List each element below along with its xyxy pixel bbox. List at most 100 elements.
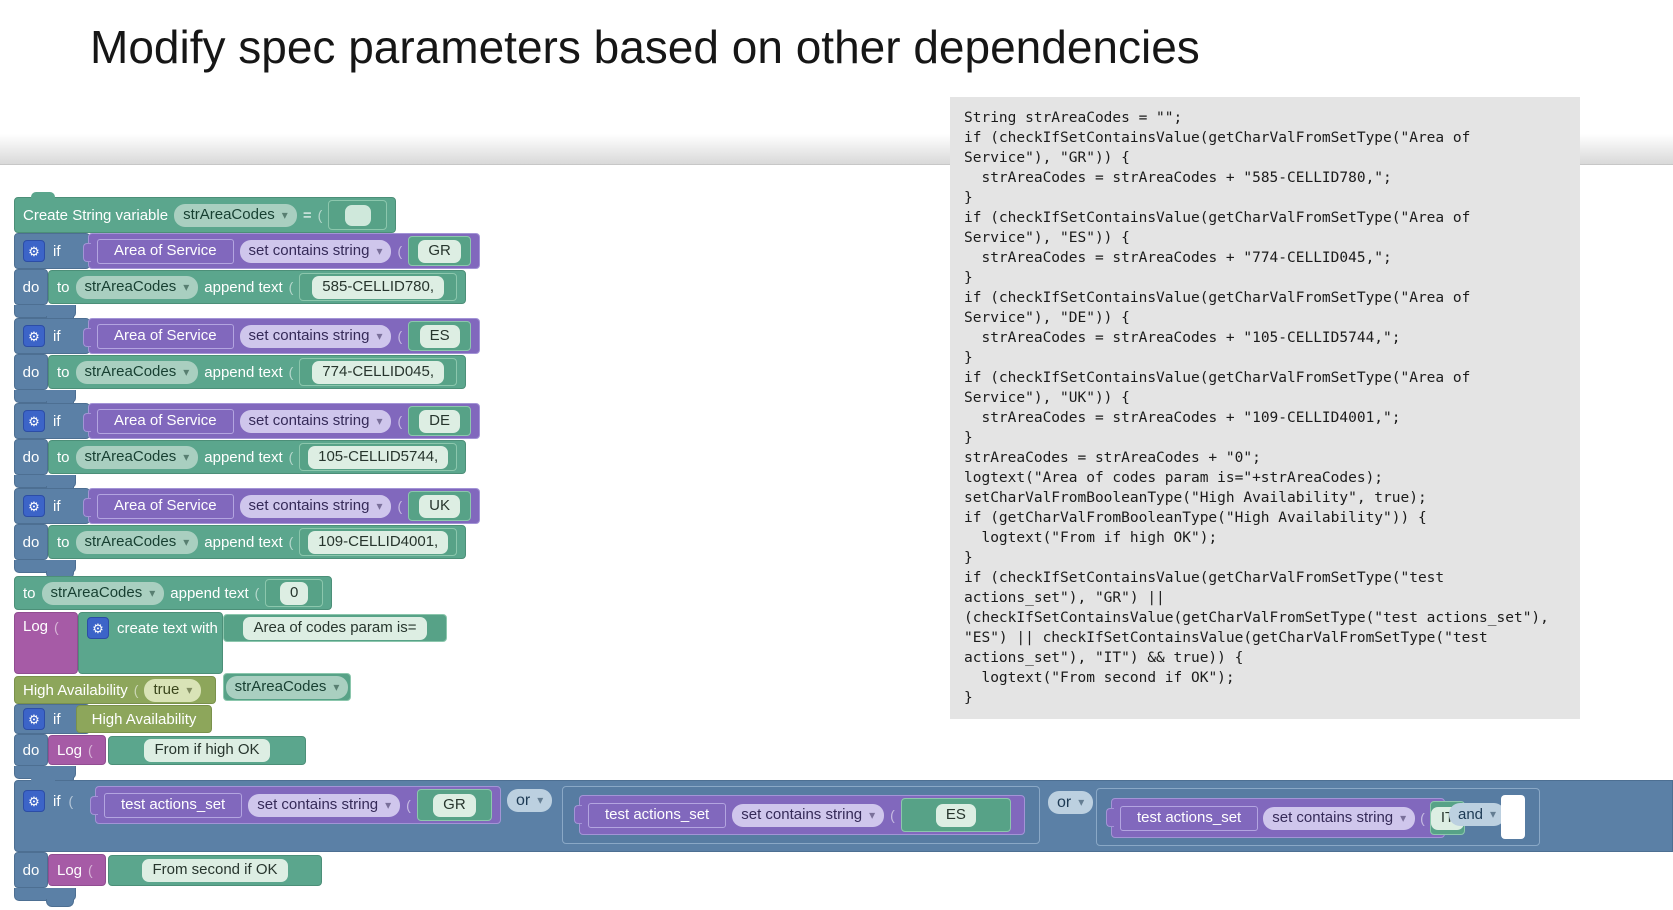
block-left-tab: [83, 328, 91, 347]
text-value-block[interactable]: 109-CELLID4001,: [299, 528, 457, 556]
input-socket: (: [397, 328, 403, 344]
variable-value-block[interactable]: strAreaCodes: [223, 673, 351, 701]
do-label: do: [22, 533, 40, 551]
empty-text-block[interactable]: [328, 200, 387, 230]
do-spine[interactable]: do: [14, 524, 48, 560]
text-field[interactable]: Area of codes param is=: [243, 616, 427, 640]
variable-dropdown[interactable]: strAreaCodes: [174, 203, 297, 227]
text-field[interactable]: DE: [419, 409, 460, 433]
gear-icon[interactable]: [23, 708, 45, 730]
if-block-header[interactable]: if: [14, 403, 90, 439]
boolean-value-block[interactable]: High Availability: [76, 705, 212, 733]
logic-operator-dropdown[interactable]: or: [1048, 791, 1094, 814]
operator-dropdown[interactable]: set contains string: [239, 239, 392, 263]
if-block-header[interactable]: if: [14, 488, 90, 524]
text-field[interactable]: 0: [280, 581, 309, 605]
condition-block[interactable]: Area of Service set contains string ( DE: [83, 403, 480, 439]
text-field[interactable]: GR: [418, 239, 461, 263]
variable-dropdown[interactable]: strAreaCodes: [41, 581, 165, 605]
text-value-block[interactable]: 0: [265, 579, 323, 607]
append-statement-block[interactable]: to strAreaCodes append text ( 774-CELLID…: [48, 355, 466, 389]
operator-dropdown[interactable]: set contains string: [732, 803, 885, 827]
variable-dropdown[interactable]: strAreaCodes: [225, 675, 349, 699]
variable-dropdown[interactable]: strAreaCodes: [75, 275, 199, 299]
do-spine[interactable]: do: [14, 734, 48, 766]
do-spine[interactable]: do: [14, 269, 48, 305]
variable-dropdown[interactable]: strAreaCodes: [75, 445, 199, 469]
logic-operator-dropdown[interactable]: or: [507, 789, 553, 812]
text-field[interactable]: From if high OK: [144, 739, 270, 762]
text-value-block[interactable]: Area of codes param is=: [223, 614, 447, 642]
condition-block[interactable]: test actions_set set contains string ( G…: [90, 786, 501, 824]
operator-dropdown[interactable]: set contains string: [1263, 806, 1416, 830]
text-field[interactable]: UK: [419, 494, 460, 518]
condition-block[interactable]: test actions_set set contains string ( I…: [1106, 798, 1466, 838]
if-label: if: [53, 412, 61, 430]
empty-text-field[interactable]: [344, 204, 371, 226]
text-field[interactable]: From second if OK: [142, 859, 288, 882]
chevron-down-icon: [183, 533, 189, 551]
input-socket: (: [288, 364, 294, 380]
condition-block[interactable]: test actions_set set contains string ( E…: [574, 795, 1025, 835]
text-value-block[interactable]: UK: [408, 491, 471, 521]
text-field[interactable]: 585-CELLID780,: [312, 275, 445, 299]
operator-dropdown[interactable]: set contains string: [239, 409, 392, 433]
input-socket: (: [397, 413, 403, 429]
nested-logic-block[interactable]: test actions_set set contains string ( E…: [562, 786, 1040, 844]
nested-logic-block[interactable]: test actions_set set contains string ( I…: [1096, 788, 1540, 846]
text-value-block[interactable]: 774-CELLID045,: [299, 358, 457, 386]
operator-dropdown[interactable]: set contains string: [239, 324, 392, 348]
variable-dropdown[interactable]: strAreaCodes: [75, 360, 199, 384]
text-value-block[interactable]: ES: [408, 321, 471, 351]
log-block[interactable]: Log(: [48, 735, 106, 765]
logic-operator-dropdown[interactable]: and: [1449, 803, 1506, 826]
text-value-block[interactable]: ES: [900, 798, 1011, 832]
if-block-header[interactable]: if: [14, 233, 90, 269]
text-field[interactable]: 109-CELLID4001,: [308, 530, 449, 554]
gear-icon[interactable]: [23, 790, 45, 812]
text-value-block[interactable]: GR: [408, 236, 471, 266]
append-statement-block[interactable]: to strAreaCodes append text ( 109-CELLID…: [48, 525, 466, 559]
text-value-block[interactable]: From second if OK: [108, 855, 322, 886]
text-value-block[interactable]: GR: [416, 789, 492, 821]
gear-icon[interactable]: [23, 410, 45, 432]
text-field[interactable]: 774-CELLID045,: [312, 360, 445, 384]
text-field[interactable]: ES: [419, 324, 460, 348]
if-block-header[interactable]: if: [14, 318, 90, 354]
text-field[interactable]: 105-CELLID5744,: [308, 445, 449, 469]
do-spine[interactable]: do: [14, 852, 48, 888]
gear-icon[interactable]: [23, 325, 45, 347]
do-spine[interactable]: do: [14, 439, 48, 475]
if-label: if: [53, 327, 61, 345]
operator-dropdown[interactable]: set contains string: [248, 793, 401, 817]
text-value-block[interactable]: 105-CELLID5744,: [299, 443, 457, 471]
text-value-block[interactable]: DE: [408, 406, 471, 436]
gear-icon[interactable]: [23, 240, 45, 262]
set-boolean-block[interactable]: High Availability ( true: [14, 676, 216, 704]
create-variable-block[interactable]: Create String variable strAreaCodes = (: [14, 192, 396, 233]
condition-block[interactable]: Area of Service set contains string ( UK: [83, 488, 480, 524]
gear-icon[interactable]: [23, 495, 45, 517]
variable-dropdown[interactable]: strAreaCodes: [75, 530, 199, 554]
create-text-block[interactable]: create text with: [78, 612, 223, 674]
text-field[interactable]: ES: [935, 803, 976, 827]
condition-block[interactable]: Area of Service set contains string ( GR: [83, 233, 480, 269]
operator-dropdown[interactable]: set contains string: [239, 494, 392, 518]
append-statement-block[interactable]: to strAreaCodes append text ( 0: [14, 576, 332, 610]
boolean-value-dropdown[interactable]: true: [144, 678, 202, 702]
append-statement-block[interactable]: to strAreaCodes append text ( 585-CELLID…: [48, 270, 466, 304]
log-block[interactable]: Log(: [14, 612, 78, 674]
do-spine[interactable]: do: [14, 354, 48, 390]
empty-socket[interactable]: [1501, 795, 1525, 839]
gear-icon[interactable]: [87, 617, 109, 639]
condition-block[interactable]: Area of Service set contains string ( ES: [83, 318, 480, 354]
append-statement-block[interactable]: to strAreaCodes append text ( 105-CELLID…: [48, 440, 466, 474]
text-value-block[interactable]: 585-CELLID780,: [299, 273, 457, 301]
chevron-down-icon: [186, 681, 192, 699]
set-name-box: Area of Service: [97, 493, 234, 519]
boolean-name-label: High Availability: [23, 681, 128, 699]
log-block[interactable]: Log(: [48, 854, 106, 886]
text-value-block[interactable]: From if high OK: [108, 736, 306, 765]
text-field[interactable]: GR: [433, 793, 476, 817]
